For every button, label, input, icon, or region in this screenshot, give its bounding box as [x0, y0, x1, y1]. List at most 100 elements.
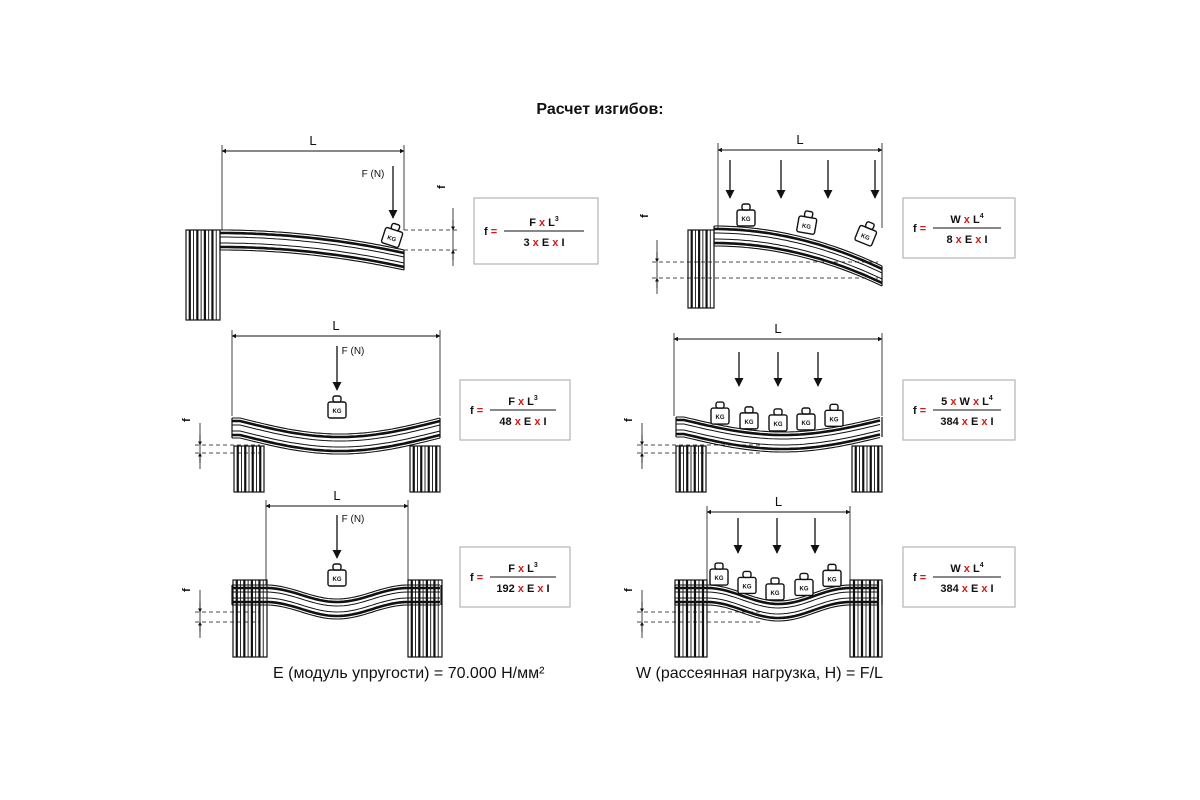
formula-box: f = F x L3 48 x E x I — [459, 379, 571, 441]
weight-icon: KG — [327, 395, 347, 419]
weight-icon: KG — [768, 408, 788, 432]
beam-profile — [675, 416, 883, 453]
weight-icon: KG — [327, 563, 347, 587]
formula-denominator: 8 x E x I — [946, 234, 987, 246]
weight-icon: KG — [739, 406, 759, 430]
beam-profile — [219, 229, 405, 271]
length-label: L — [796, 132, 803, 147]
formula-numerator: F x L3 — [508, 395, 538, 408]
operator-times: x — [959, 416, 969, 428]
weight-label: KG — [716, 415, 725, 421]
weight-icon: KG — [709, 562, 729, 586]
weight-label: KG — [828, 577, 837, 583]
formula-numerator: F x L3 — [529, 216, 559, 229]
weight-icon: KG — [796, 407, 816, 431]
deflection-label: f — [623, 588, 635, 592]
weight-icon: KG — [796, 210, 818, 235]
weight-icon: KG — [737, 570, 757, 595]
length-label: L — [775, 494, 782, 509]
weight-icon: KG — [736, 203, 756, 227]
formula-box: f = W x L4 8 x E x I — [902, 197, 1016, 259]
weight-icon: KG — [822, 563, 842, 588]
operator-times: x — [515, 396, 525, 408]
weight-icon: KG — [710, 401, 730, 425]
exponent: 3 — [534, 562, 538, 569]
operator-times: x — [953, 234, 963, 246]
beam-profile — [231, 417, 441, 455]
weight-label: KG — [743, 584, 752, 590]
operator-times: x — [534, 583, 544, 595]
formula-boxes: f = F x L3 3 x E x I f = W x L4 8 x E x I f = F… — [459, 197, 1016, 608]
beam-profile — [713, 225, 883, 287]
formula-lhs: f = — [913, 572, 926, 584]
length-label: L — [332, 318, 339, 333]
support-post — [851, 445, 883, 493]
formula-box: f = F x L3 3 x E x I — [473, 197, 599, 265]
formula-lhs: f = — [484, 226, 497, 238]
weight-label: KG — [774, 422, 783, 428]
formula-numerator: 5 x W x L4 — [941, 395, 993, 408]
operator-times: x — [512, 416, 522, 428]
support-post — [849, 579, 883, 658]
weight-icon: KG — [765, 577, 785, 601]
operator-times: x — [972, 234, 982, 246]
support-post — [232, 579, 268, 658]
formula-lhs: f = — [913, 223, 926, 235]
operator-times: x — [978, 583, 988, 595]
deflection-label: f — [623, 418, 635, 422]
weight-icon: KG — [794, 572, 814, 597]
weight-label: KG — [386, 235, 397, 244]
operator-times: x — [530, 237, 540, 249]
beam-profile — [231, 584, 442, 620]
formula-numerator: W x L4 — [950, 213, 983, 226]
formula-box: f = W x L4 384 x E x I — [902, 546, 1016, 608]
operator-times: x — [531, 416, 541, 428]
weight-label: KG — [333, 577, 342, 583]
deflection-label: f — [436, 185, 448, 189]
force-label: F (N) — [362, 169, 385, 180]
formula-denominator: 3 x E x I — [523, 237, 564, 249]
deflection-label: f — [639, 214, 651, 218]
weight-icon: KG — [824, 403, 844, 428]
operator-times: x — [961, 214, 971, 226]
formula-lhs: f = — [470, 405, 483, 417]
length-label: L — [309, 133, 316, 148]
support-post — [675, 445, 707, 493]
length-label: L — [774, 321, 781, 336]
footnote-distributed-load: W (рассеянная нагрузка, Н) = F/L — [636, 665, 883, 682]
force-label: F (N) — [342, 514, 365, 525]
formula-denominator: 384 x E x I — [940, 583, 993, 595]
operator-times: x — [961, 563, 971, 575]
weight-label: KG — [830, 417, 839, 423]
weight-label: KG — [800, 586, 809, 592]
formula-numerator: F x L3 — [508, 562, 538, 575]
weight-label: KG — [860, 233, 871, 242]
formula-box: f = F x L3 192 x E x I — [459, 546, 571, 608]
exponent: 4 — [980, 213, 984, 220]
operator-times: x — [947, 396, 957, 408]
exponent: 4 — [989, 395, 993, 402]
exponent: 4 — [980, 562, 984, 569]
weight-label: KG — [742, 217, 751, 223]
page-title: Расчет изгибов: — [536, 101, 664, 118]
support-post — [409, 445, 441, 493]
operator-times: x — [549, 237, 559, 249]
formula-numerator: W x L4 — [950, 562, 983, 575]
weight-icon: KG — [380, 222, 404, 249]
formula-denominator: 384 x E x I — [940, 416, 993, 428]
weight-label: KG — [333, 409, 342, 415]
weight-label: KG — [802, 421, 811, 427]
operator-times: x — [959, 583, 969, 595]
formula-lhs: f = — [470, 572, 483, 584]
formula-denominator: 48 x E x I — [499, 416, 546, 428]
weight-label: KG — [801, 223, 811, 231]
support-post — [407, 579, 443, 658]
deflection-label: f — [181, 588, 193, 592]
exponent: 3 — [534, 395, 538, 402]
operator-times: x — [515, 583, 525, 595]
support-post — [185, 229, 221, 321]
formula-denominator: 192 x E x I — [496, 583, 549, 595]
length-label: L — [333, 488, 340, 503]
